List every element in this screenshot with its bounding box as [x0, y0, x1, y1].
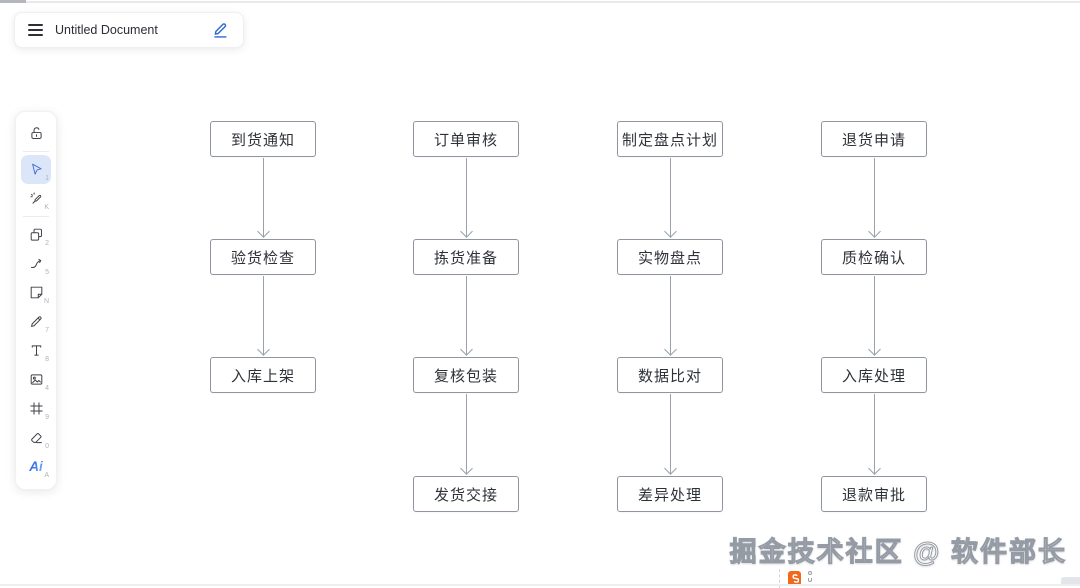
- image-icon: [30, 374, 42, 385]
- document-title: Untitled Document: [55, 23, 158, 37]
- flow-arrow[interactable]: [867, 394, 881, 475]
- flow-node[interactable]: 入库上架: [210, 357, 316, 393]
- top-border-line: [0, 1, 1080, 3]
- flow-arrow[interactable]: [459, 394, 473, 475]
- shapes-icon: [30, 228, 42, 241]
- flow-node[interactable]: 到货通知: [210, 121, 316, 157]
- eraser-icon: [30, 433, 42, 444]
- bottom-dashed-separator: [779, 569, 780, 588]
- tiny-glyphs: [808, 571, 814, 585]
- flow-arrow[interactable]: [663, 394, 677, 475]
- toolbar-divider: [23, 216, 49, 217]
- tool-selection[interactable]: 1: [21, 155, 51, 184]
- toolbar-divider: [23, 151, 49, 152]
- flow-node[interactable]: 质检确认: [821, 239, 927, 275]
- flow-node[interactable]: 验货检查: [210, 239, 316, 275]
- tool-unlock[interactable]: [21, 119, 51, 148]
- flow-node[interactable]: 入库处理: [821, 357, 927, 393]
- text-icon: [31, 345, 41, 356]
- watermark-text: 掘金技术社区 @ 软件部长: [729, 537, 1067, 568]
- pencil-edit-icon: [214, 22, 227, 38]
- flow-node[interactable]: 数据比对: [617, 357, 723, 393]
- tool-image[interactable]: 4: [21, 365, 51, 394]
- tool-draw[interactable]: 7: [21, 307, 51, 336]
- flow-node[interactable]: 复核包装: [413, 357, 519, 393]
- ai-icon: Ai: [29, 459, 43, 474]
- frame-icon: [29, 402, 43, 415]
- flow-node[interactable]: 差异处理: [617, 476, 723, 512]
- bottom-right-pill: [1061, 577, 1080, 586]
- unlock-icon: [30, 127, 42, 139]
- flow-arrow[interactable]: [663, 158, 677, 238]
- flow-node[interactable]: 发货交接: [413, 476, 519, 512]
- badge-logo-icon: [788, 571, 801, 586]
- rename-document-button[interactable]: [211, 21, 230, 40]
- flow-node[interactable]: 退货申请: [821, 121, 927, 157]
- top-left-border-segment: [0, 0, 26, 3]
- tools-panel: 1 K 2 5 N 7: [15, 111, 57, 490]
- flow-arrow[interactable]: [867, 276, 881, 356]
- bottom-border-line: [0, 584, 1080, 586]
- flow-arrow[interactable]: [867, 158, 881, 238]
- tool-sticky-note[interactable]: N: [21, 278, 51, 307]
- flow-arrow[interactable]: [663, 276, 677, 356]
- flow-arrow[interactable]: [459, 276, 473, 356]
- tool-eraser[interactable]: 0: [21, 423, 51, 452]
- connector-arrow-icon: [30, 258, 41, 269]
- flow-arrow[interactable]: [459, 158, 473, 238]
- sticky-note-icon: [30, 286, 42, 299]
- pencil-icon: [30, 316, 42, 327]
- tool-text[interactable]: 8: [21, 336, 51, 365]
- flow-arrow[interactable]: [256, 276, 270, 356]
- flow-node[interactable]: 订单审核: [413, 121, 519, 157]
- tool-connector[interactable]: 5: [21, 249, 51, 278]
- laser-pointer-icon: [29, 192, 41, 204]
- flow-node[interactable]: 退款审批: [821, 476, 927, 512]
- flow-node[interactable]: 实物盘点: [617, 239, 723, 275]
- app-menu-button[interactable]: [28, 24, 43, 36]
- tool-laser-pointer[interactable]: K: [21, 184, 51, 213]
- flow-node[interactable]: 拣货准备: [413, 239, 519, 275]
- tool-ai[interactable]: Ai A: [29, 459, 49, 479]
- flow-arrow[interactable]: [256, 158, 270, 238]
- selection-arrow-icon: [31, 163, 42, 175]
- flow-node[interactable]: 制定盘点计划: [617, 121, 723, 157]
- tool-frame[interactable]: 9: [21, 394, 51, 423]
- document-title-card: Untitled Document: [14, 12, 244, 48]
- tool-shapes[interactable]: 2: [21, 220, 51, 249]
